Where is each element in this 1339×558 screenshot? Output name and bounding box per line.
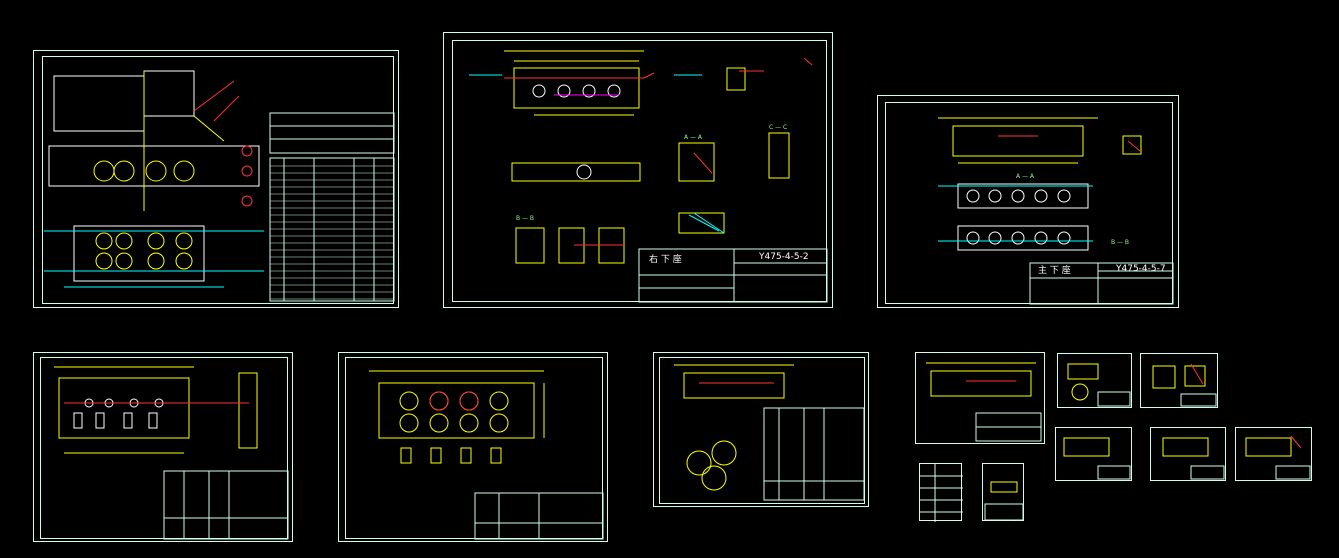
sheet-5-inner-frame	[345, 357, 603, 539]
drawing-sheet-10[interactable]	[1055, 427, 1132, 481]
sheet-6-drawing	[674, 364, 865, 501]
drawing-sheet-12[interactable]	[1235, 427, 1312, 481]
drawing-sheet-9[interactable]	[1140, 353, 1218, 408]
sheet-3-inner-frame	[885, 102, 1173, 304]
sheet-2-section-a: A — A	[684, 134, 703, 141]
sheet-2-drawing-code: Y475-4-5-2	[759, 252, 809, 262]
drawing-sheet-3[interactable]: 主 下 座 Y475-4-5-7 A — A B — B	[877, 95, 1179, 308]
sheet-14-drawing	[984, 481, 1024, 521]
drawing-sheet-1[interactable]	[33, 50, 399, 308]
drawing-sheet-7[interactable]	[915, 352, 1045, 444]
drawing-sheet-8[interactable]	[1057, 353, 1132, 408]
sheet-2-section-c: C — C	[769, 124, 788, 131]
sheet-8-drawing	[1067, 363, 1131, 407]
drawing-sheet-4[interactable]	[33, 352, 293, 542]
drawing-sheet-6[interactable]	[653, 352, 869, 507]
sheet-1-drawing	[44, 70, 395, 302]
sheet-2-part-name: 右 下 座	[649, 255, 682, 265]
sheet-7-drawing	[926, 362, 1042, 442]
drawing-sheet-11[interactable]	[1150, 427, 1226, 481]
sheet-3-section-a: A — A	[1016, 173, 1035, 180]
sheet-2-drawing	[469, 50, 828, 303]
sheet-9-drawing	[1152, 363, 1217, 407]
sheet-5-drawing	[369, 370, 604, 540]
sheet-12-drawing	[1245, 435, 1311, 480]
drawing-sheet-2[interactable]: 右 下 座 Y475-4-5-2 A — A B — B C — C	[443, 32, 833, 308]
drawing-sheet-14[interactable]	[982, 463, 1024, 521]
drawing-sheet-5[interactable]	[338, 352, 608, 542]
sheet-3-section-b: B — B	[1111, 239, 1130, 246]
sheet-3-drawing-code: Y475-4-5-7	[1116, 264, 1166, 274]
sheet-4-drawing	[54, 366, 289, 540]
sheet-3-drawing	[938, 117, 1174, 305]
sheet-10-drawing	[1063, 437, 1131, 480]
sheet-2-section-b: B — B	[516, 215, 535, 222]
sheet-3-part-name: 主 下 座	[1038, 266, 1071, 276]
drawing-sheet-13[interactable]	[919, 463, 963, 522]
sheet-13-drawing	[920, 464, 963, 522]
sheet-11-drawing	[1162, 437, 1225, 480]
